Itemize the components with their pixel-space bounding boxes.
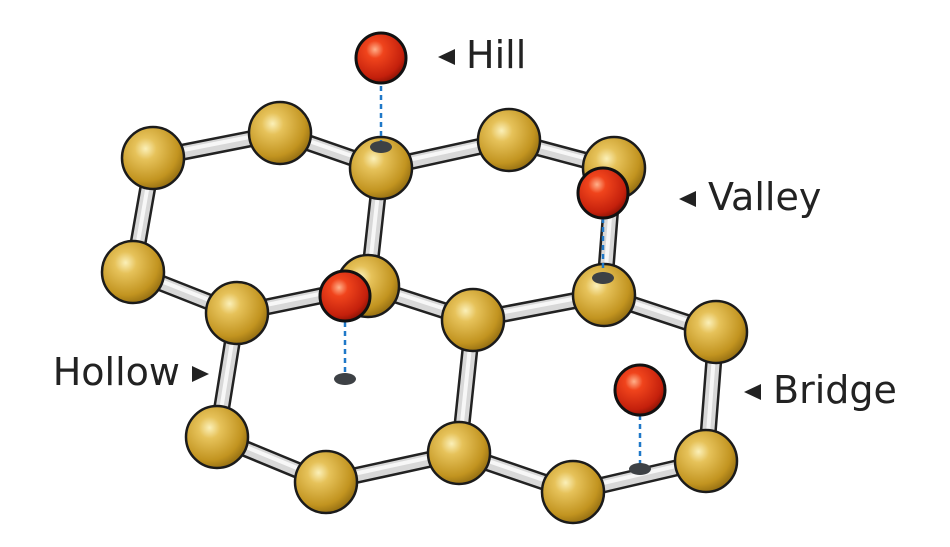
surface-atom — [540, 459, 606, 525]
surface-atom — [247, 100, 313, 166]
bridge-label: Bridge — [744, 368, 897, 412]
surface-atom — [293, 449, 359, 515]
hill-adsorbate — [354, 31, 408, 85]
bridge-adsorbate — [613, 363, 667, 417]
hollow-guide — [334, 322, 356, 385]
surface-atom — [476, 107, 542, 173]
valley-label-text: Valley — [708, 175, 821, 219]
adsorbate-layer — [318, 31, 667, 417]
pointer-triangle-icon — [438, 49, 455, 65]
surface-atom — [348, 135, 414, 201]
bridge-label-text: Bridge — [773, 368, 897, 412]
hill-label: Hill — [438, 33, 526, 77]
surface-atom — [440, 287, 506, 353]
guide-front-layer — [334, 86, 651, 475]
valley-guide — [592, 218, 614, 284]
hollow-label: Hollow — [53, 350, 209, 394]
surface-atom — [100, 239, 166, 305]
surface-atom — [204, 280, 270, 346]
surface-atom — [673, 428, 739, 494]
pointer-triangle-icon — [679, 191, 696, 207]
hollow-adsorbate — [318, 269, 372, 323]
surface-atom — [426, 420, 492, 486]
valley-adsorbate — [576, 166, 630, 220]
surface-atom — [683, 299, 749, 365]
bridge-guide — [629, 415, 651, 475]
pointer-triangle-icon — [192, 366, 209, 382]
pointer-triangle-icon — [744, 384, 761, 400]
valley-label: Valley — [679, 175, 821, 219]
surface-atom — [120, 125, 186, 191]
hill-label-text: Hill — [466, 33, 526, 77]
surface-atom — [184, 404, 250, 470]
hill-guide — [370, 86, 392, 153]
hollow-label-text: Hollow — [53, 350, 180, 394]
